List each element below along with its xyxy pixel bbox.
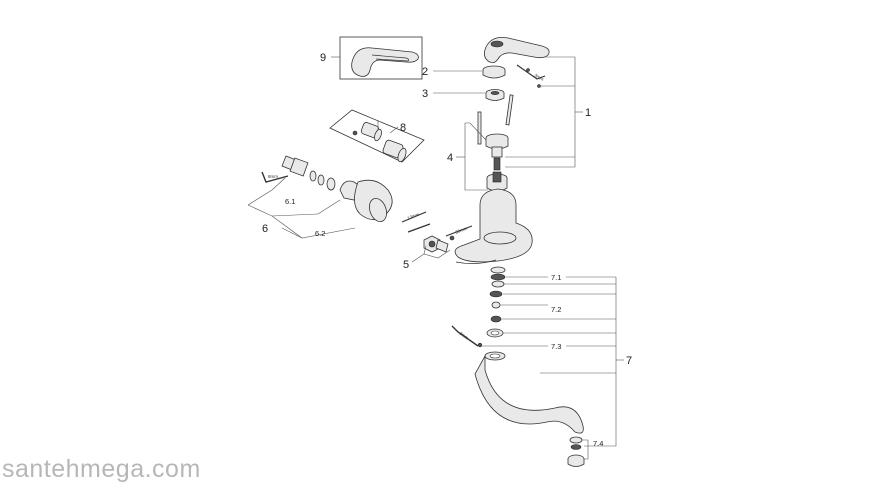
part-7-1-seal-stack: [489, 266, 506, 298]
label-3: 3: [422, 88, 428, 100]
label-6: 6: [262, 223, 268, 235]
label-5: 5: [403, 259, 409, 271]
tool-size-3mm-top: 3mm: [534, 73, 545, 82]
label-7: 7: [626, 355, 632, 367]
label-7-2: 7.2: [551, 305, 561, 314]
part-4-cartridge: [485, 133, 509, 192]
part-8-sleeve-a: [360, 122, 382, 142]
hex-key-30mm: [445, 225, 473, 241]
part-7-2-rings: [490, 301, 502, 323]
tool-size-8mm: 8mm: [268, 174, 278, 179]
part-9-lever-box: [339, 36, 423, 80]
part-5-nut: [423, 235, 449, 253]
hex-key-12mm: [401, 211, 431, 233]
part-washer: [326, 177, 336, 191]
label-9: 9: [320, 52, 326, 64]
label-8: 8: [400, 122, 406, 134]
label-7-1: 7.1: [551, 273, 561, 282]
tool-size-3mm-spout: 3mm: [458, 331, 469, 341]
part-7-4-aerator: [567, 436, 585, 467]
label-4: 4: [447, 152, 453, 164]
part-2-cap: [482, 65, 506, 79]
label-2: 2: [422, 66, 428, 78]
part-8-box: [329, 109, 425, 163]
part-6-2-rosette: [339, 179, 393, 223]
part-6-1-eccentric: [281, 155, 325, 186]
part-lever-handle: [484, 37, 550, 63]
tool-size-30mm: 30mm: [455, 226, 469, 235]
label-6-1: 6.1: [285, 197, 295, 206]
mixer-body: [454, 188, 533, 264]
label-6-2: 6.2: [315, 229, 325, 238]
spout: [474, 351, 584, 434]
part-8-sleeve-b: [382, 139, 407, 163]
part-4-fixing-screws: [477, 94, 514, 145]
label-7-4: 7.4: [593, 439, 603, 448]
tool-size-12mm: 12mm: [407, 212, 421, 221]
part-3-cover: [485, 89, 505, 101]
hex-key-8mm: [261, 171, 289, 183]
part-7-ring-large: [486, 328, 504, 338]
hex-key-3mm-spout: [451, 325, 483, 348]
label-7-3: 7.3: [551, 342, 561, 351]
watermark: santehmega.com: [2, 455, 201, 483]
label-1: 1: [585, 107, 591, 119]
